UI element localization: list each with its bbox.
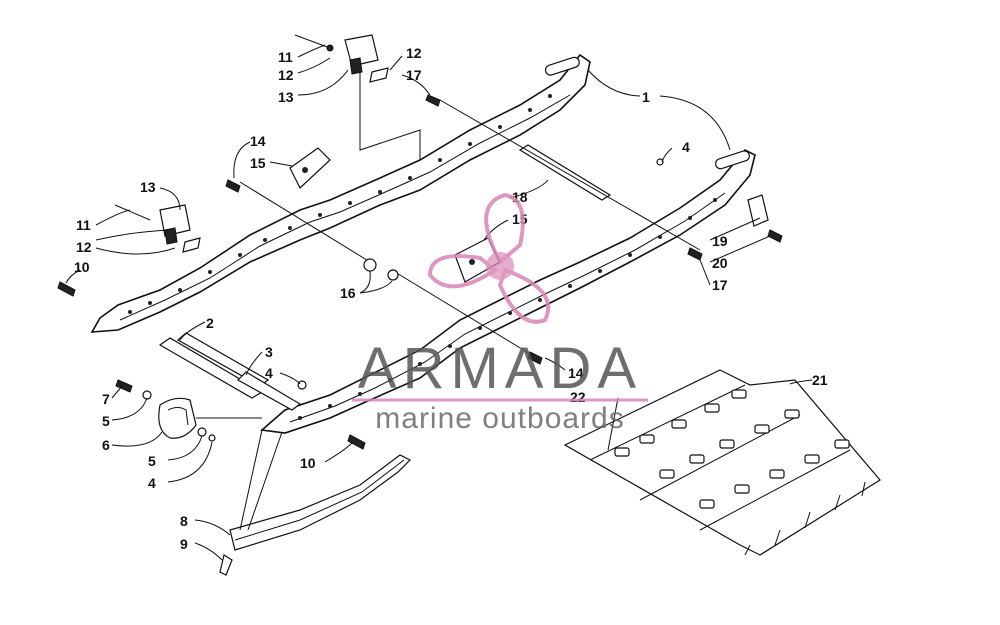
callout-16: 16 [340, 285, 356, 301]
shock-mount-bracket-lower [114, 204, 201, 253]
callout-8: 8 [180, 513, 188, 529]
callout-11: 11 [76, 217, 91, 233]
upper-rail-holes [128, 94, 552, 314]
callout-12: 12 [406, 45, 422, 61]
callout-3: 3 [265, 344, 273, 360]
track-belt [563, 369, 881, 556]
callout-14: 14 [568, 365, 584, 381]
callout-2: 2 [206, 315, 214, 331]
callout-12: 12 [278, 67, 294, 83]
callout-9: 9 [180, 536, 188, 552]
callout-10: 10 [74, 259, 90, 275]
callout-13: 13 [140, 179, 156, 195]
callout-19: 19 [712, 233, 728, 249]
callout-5: 5 [102, 413, 110, 429]
callout-21: 21 [812, 372, 828, 388]
track-clips [614, 389, 850, 509]
idler-wheel [158, 397, 197, 439]
callout-4: 4 [682, 139, 690, 155]
propeller-logo-icon [427, 192, 551, 324]
callout-7: 7 [102, 391, 110, 407]
callout-1: 1 [642, 89, 650, 105]
callout-20: 20 [712, 255, 728, 271]
watermark-subtitle: marine outboards [375, 402, 624, 435]
bolts-and-nuts [57, 94, 783, 576]
wear-strip [229, 454, 412, 551]
upper-slide-rail [90, 53, 591, 333]
rail-brackets [289, 147, 769, 283]
callout-14: 14 [250, 133, 266, 149]
callout-17: 17 [712, 277, 728, 293]
armada-watermark: ARMADA marine outboards [352, 192, 648, 435]
lower-rail-holes [298, 198, 717, 420]
cross-shafts [158, 99, 701, 411]
callout-5: 5 [148, 453, 156, 469]
leader-lines [65, 44, 813, 561]
watermark-title: ARMADA [358, 336, 642, 401]
callout-15: 15 [250, 155, 266, 171]
callout-6: 6 [102, 437, 110, 453]
callout-4: 4 [148, 475, 156, 491]
callout-12: 12 [76, 239, 92, 255]
callout-13: 13 [278, 89, 294, 105]
callout-15: 15 [512, 211, 528, 227]
callout-11: 11 [278, 49, 293, 65]
lower-slide-rail [260, 149, 756, 434]
callout-4: 4 [265, 365, 273, 381]
callout-numbers: 11 12 13 12 17 1 14 15 4 13 11 12 10 18 … [74, 45, 828, 552]
callout-17: 17 [406, 67, 422, 83]
shock-mount-bracket-upper [294, 34, 389, 83]
callout-10: 10 [300, 455, 316, 471]
